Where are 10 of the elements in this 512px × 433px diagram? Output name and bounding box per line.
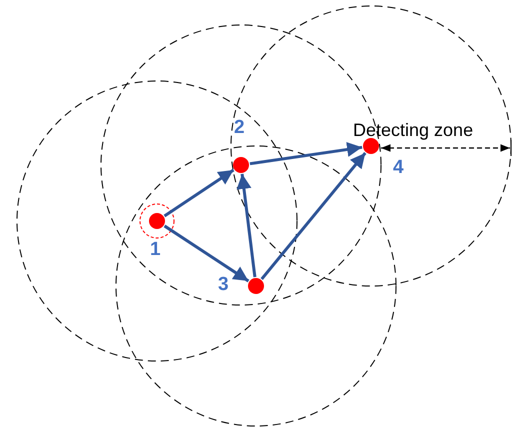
node-number: 4: [393, 158, 404, 177]
node-number: 2: [234, 118, 245, 137]
arrow: [260, 152, 366, 280]
zone-label: Detecting zone: [353, 121, 474, 139]
node-number: 3: [218, 275, 229, 294]
arrow: [164, 168, 234, 218]
arrow: [250, 142, 362, 166]
node-number: 1: [150, 240, 161, 259]
arrow: [164, 224, 250, 282]
arrow: [236, 174, 256, 278]
